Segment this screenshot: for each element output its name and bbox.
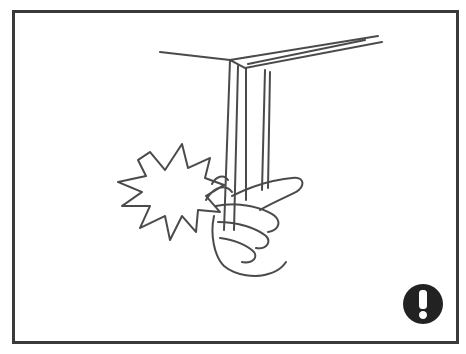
exclamation-warning-icon bbox=[402, 283, 444, 325]
door-panel bbox=[160, 36, 382, 230]
impact-burst-icon bbox=[118, 144, 224, 240]
hand-icon bbox=[206, 177, 302, 276]
